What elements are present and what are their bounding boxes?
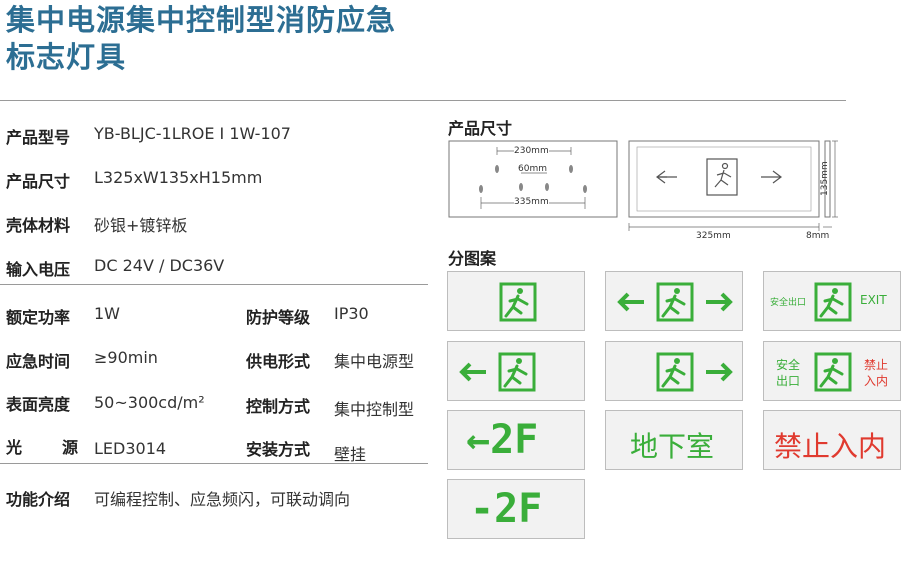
dim-335: 335mm (514, 197, 549, 207)
time-value: ≥90min (94, 348, 158, 367)
sign-safe-exit-noentry: 安全 出口 禁止 入内 (763, 341, 901, 401)
spec-divider-1 (0, 284, 428, 285)
dimension-diagram (448, 140, 838, 231)
power-value: 1W (94, 304, 120, 323)
func-label: 功能介绍 (6, 490, 71, 509)
sign-no-entry: 禁止入内 (763, 410, 901, 470)
model-value: YB-BLJC-1LROE I 1W-107 (94, 124, 291, 143)
arrow-right-icon (706, 292, 733, 312)
install-value: 壁挂 (334, 445, 367, 464)
arrow-left-icon (459, 362, 486, 382)
sign-exit-right-arrow (605, 341, 743, 401)
no-entry-text: 禁止入内 (774, 430, 887, 463)
supply-value: 集中电源型 (334, 352, 415, 371)
dim-135: 135mm (820, 161, 830, 196)
safe-text-b: 出口 (776, 374, 801, 388)
title-divider (0, 100, 846, 101)
dim-60: 60mm (518, 164, 547, 174)
light-value: LED3014 (94, 439, 167, 458)
safe-exit-small-text: 安全出口 (770, 298, 807, 308)
running-man-icon (499, 282, 537, 322)
running-man-icon (656, 352, 694, 392)
running-man-icon (656, 282, 694, 322)
dim-230: 230mm (514, 146, 549, 156)
spec-divider-2 (0, 463, 428, 464)
title-line-1: 集中电源集中控制型消防应急 (6, 3, 397, 37)
sign-safe-exit-en: 安全出口 EXIT (763, 271, 901, 331)
basement-text: 地下室 (630, 430, 715, 463)
material-value: 砂银+镀锌板 (94, 216, 188, 235)
sign-floor-left: ←2F (447, 410, 585, 470)
title-line-2: 标志灯具 (6, 40, 127, 74)
dim-325: 325mm (696, 231, 731, 241)
model-label: 产品型号 (6, 128, 71, 147)
supply-label: 供电形式 (246, 352, 311, 371)
arrow-left-icon (617, 292, 644, 312)
control-value: 集中控制型 (334, 400, 415, 419)
running-man-icon (498, 352, 536, 392)
power-label: 额定功率 (6, 308, 71, 327)
sign-floor-minus: -2F (447, 479, 585, 539)
size-value: L325xW135xH15mm (94, 168, 263, 187)
light-label-a: 光 (6, 438, 23, 457)
arrow-right-icon (706, 362, 733, 382)
noentry-text-a: 禁止 (864, 358, 889, 372)
size-label: 产品尺寸 (6, 172, 71, 191)
sign-basement: 地下室 (605, 410, 743, 470)
floor-minus-text: -2F (470, 486, 543, 532)
page-title: 集中电源集中控制型消防应急 标志灯具 (6, 2, 396, 76)
ip-value: IP30 (334, 304, 369, 323)
diagram-title: 产品尺寸 (448, 119, 513, 138)
dim-8: 8mm (806, 231, 830, 241)
time-label: 应急时间 (6, 352, 71, 371)
running-man-icon (814, 352, 852, 392)
floor-left-text: ←2F (466, 417, 539, 463)
exit-text: EXIT (860, 293, 887, 307)
brightness-value: 50~300cd/m² (94, 393, 205, 412)
func-value: 可编程控制、应急频闪，可联动调向 (94, 490, 351, 509)
running-man-icon (814, 282, 852, 322)
voltage-label: 输入电压 (6, 260, 71, 279)
light-label-b: 源 (62, 438, 79, 457)
gallery-title: 分图案 (448, 249, 497, 268)
control-label: 控制方式 (246, 397, 311, 416)
safe-text-a: 安全 (776, 358, 801, 372)
ip-label: 防护等级 (246, 308, 311, 327)
install-label: 安装方式 (246, 440, 311, 459)
sign-exit-running-man (447, 271, 585, 331)
noentry-text-b: 入内 (864, 374, 889, 388)
brightness-label: 表面亮度 (6, 395, 71, 414)
sign-exit-both-arrows (605, 271, 743, 331)
voltage-value: DC 24V / DC36V (94, 256, 225, 275)
material-label: 壳体材料 (6, 216, 71, 235)
sign-exit-left-arrow (447, 341, 585, 401)
